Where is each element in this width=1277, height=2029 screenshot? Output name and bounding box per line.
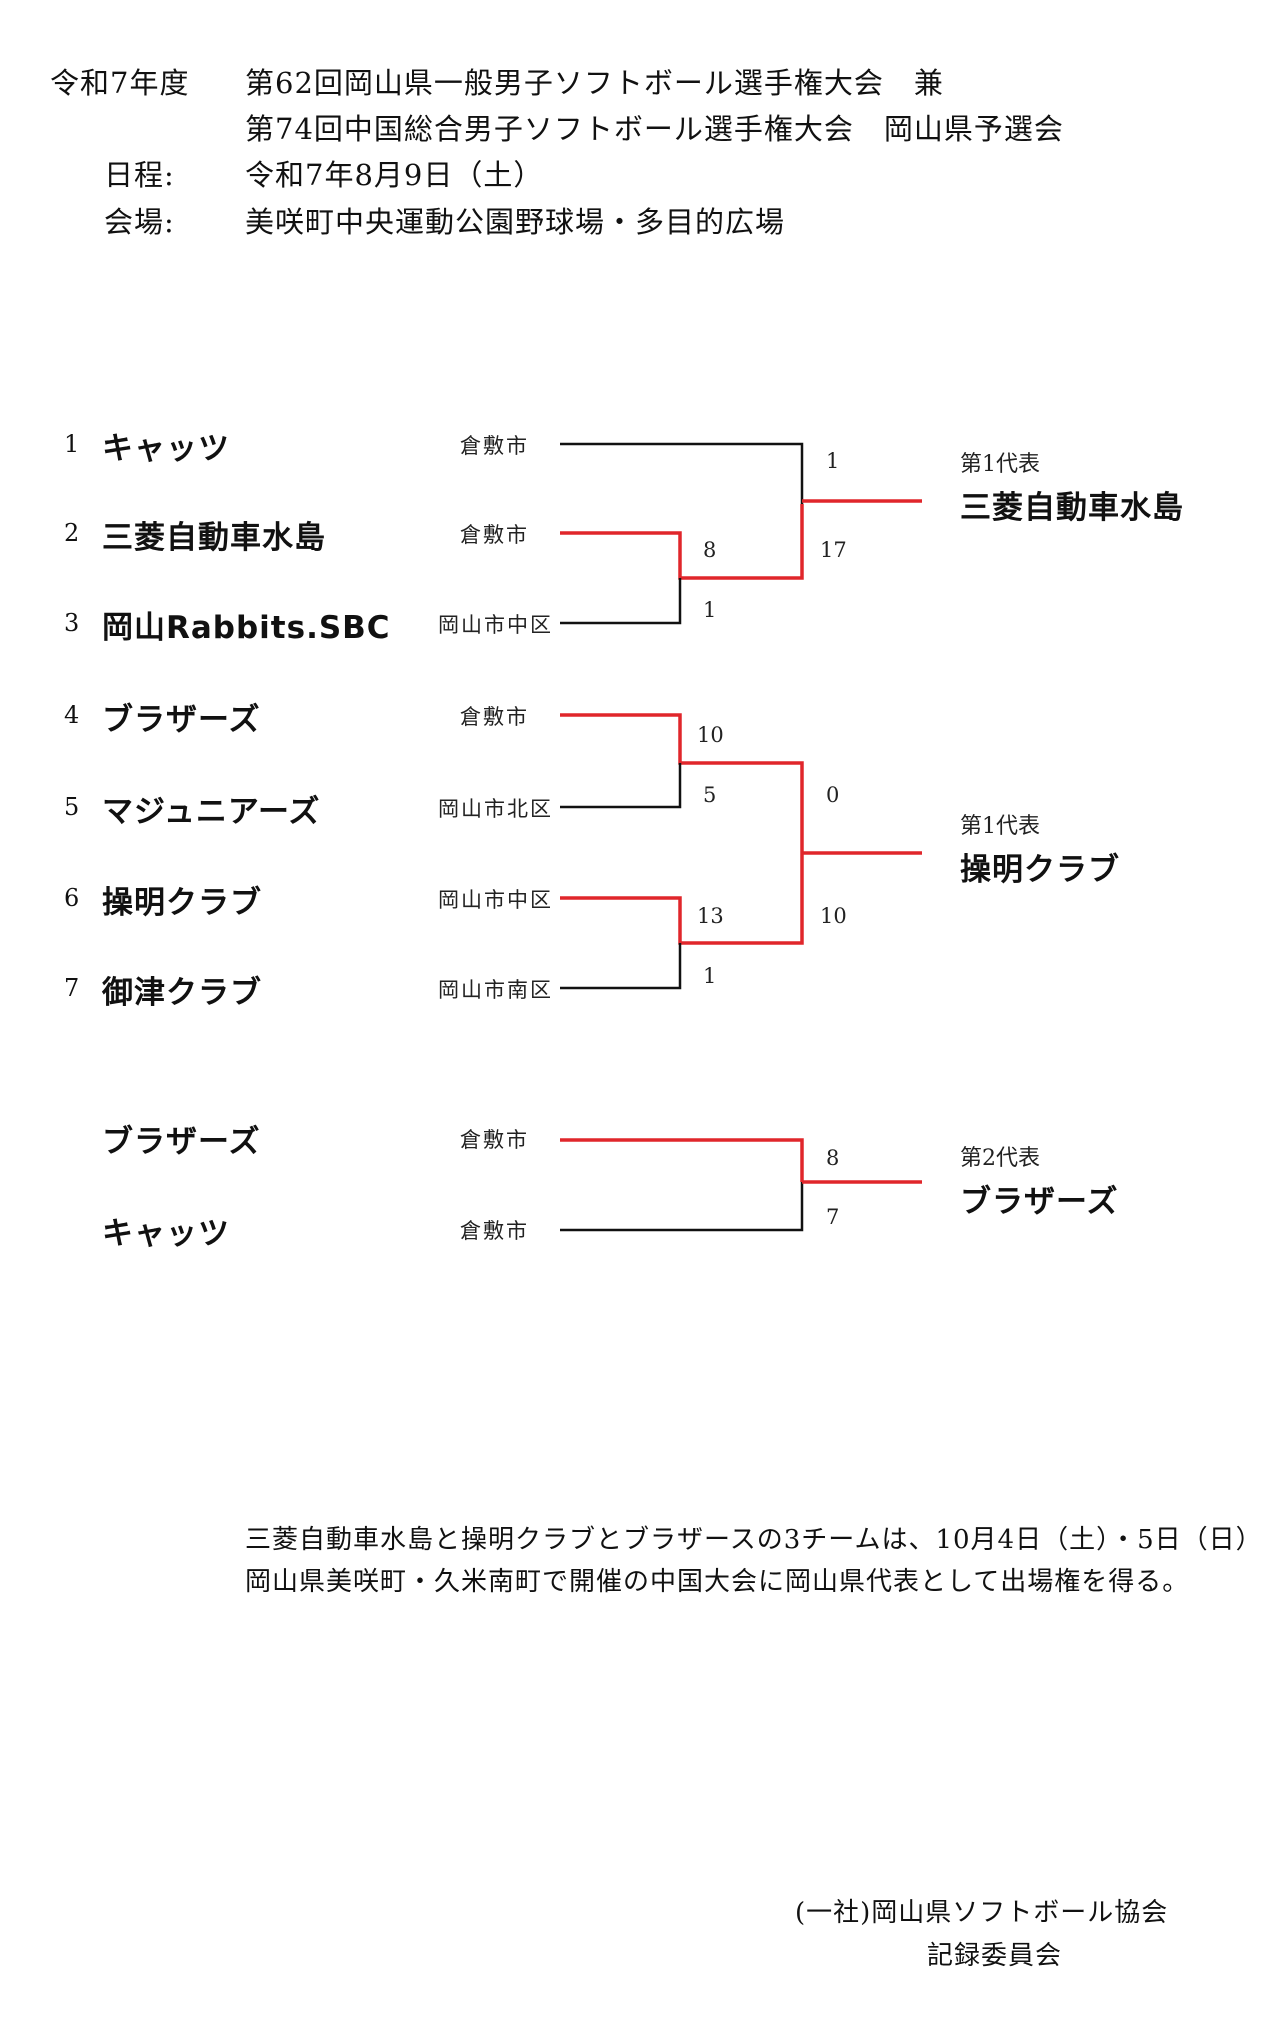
score-final-a-bottom: 17	[820, 538, 847, 562]
score-team2: 8	[703, 538, 717, 562]
team-number-4: 4	[64, 701, 80, 729]
score-team6: 13	[697, 904, 724, 928]
venue-value: 美咲町中央運動公園野球場・多目的広場	[245, 205, 786, 239]
playoff-team-2: キャッツ	[102, 1216, 230, 1252]
date-value: 令和7年8月9日（土）	[245, 158, 544, 192]
date-label: 日程:	[104, 158, 175, 192]
team-city-4: 倉敷市	[460, 705, 529, 729]
bracket-line-team6	[560, 853, 804, 945]
title-line-2: 第74回中国総合男子ソフトボール選手権大会 岡山県予選会	[245, 112, 1064, 146]
team-name-2: 三菱自動車水島	[102, 520, 326, 556]
team-city-5: 岡山市北区	[438, 797, 553, 821]
rep-label-3: 第2代表	[960, 1146, 1040, 1171]
score-playoff-top: 8	[826, 1146, 840, 1170]
rep-label-2: 第1代表	[960, 814, 1040, 839]
team-number-7: 7	[64, 974, 80, 1002]
title-line-1: 第62回岡山県一般男子ソフトボール選手権大会 兼	[245, 66, 944, 100]
team-city-1: 倉敷市	[460, 434, 529, 458]
team-number-3: 3	[64, 609, 80, 637]
rep-team-2: 操明クラブ	[960, 852, 1120, 888]
team-name-3: 岡山Rabbits.SBC	[102, 610, 391, 646]
bracket-line-team7	[560, 943, 682, 990]
bracket-line-team2	[560, 504, 804, 580]
fiscal-year: 令和7年度	[50, 66, 190, 100]
venue-label: 会場:	[104, 205, 175, 239]
score-team5: 5	[703, 783, 717, 807]
score-playoff-bottom: 7	[826, 1205, 840, 1229]
rep-label-1: 第1代表	[960, 452, 1040, 477]
score-team4: 10	[697, 723, 724, 747]
score-team3: 1	[703, 598, 717, 622]
team-name-5: マジュニアーズ	[102, 794, 321, 830]
bracket-line-team3	[560, 578, 682, 625]
team-number-2: 2	[64, 519, 80, 547]
signature-org: (一社)岡山県ソフトボール協会	[795, 1898, 1169, 1928]
bracket-line-team1	[560, 442, 804, 504]
team-number-5: 5	[64, 793, 80, 821]
score-final-b-bottom: 10	[820, 904, 847, 928]
bracket-line-playoff-bottom	[560, 1182, 804, 1232]
playoff-team-1: ブラザーズ	[102, 1124, 261, 1160]
team-number-6: 6	[64, 884, 80, 912]
note-line-1: 三菱自動車水島と操明クラブとブラザースの3チームは、10月4日（土）・5日（日）	[245, 1525, 1263, 1555]
signature-committee: 記録委員会	[927, 1941, 1063, 1971]
team-city-6: 岡山市中区	[438, 888, 553, 912]
team-name-7: 御津クラブ	[102, 975, 262, 1011]
team-city-7: 岡山市南区	[438, 978, 553, 1002]
rep-team-1: 三菱自動車水島	[960, 490, 1184, 526]
playoff-city-1: 倉敷市	[460, 1128, 529, 1152]
note-line-2: 岡山県美咲町・久米南町で開催の中国大会に岡山県代表として出場権を得る。	[245, 1567, 1190, 1597]
bracket-line-team5	[560, 763, 682, 809]
team-number-1: 1	[64, 430, 80, 458]
score-final-a-top: 1	[826, 449, 840, 473]
score-team7: 1	[703, 964, 717, 988]
score-final-b-top: 0	[826, 783, 840, 807]
team-name-6: 操明クラブ	[102, 885, 262, 921]
rep-team-3: ブラザーズ	[960, 1184, 1119, 1220]
team-city-3: 岡山市中区	[438, 613, 553, 637]
playoff-city-2: 倉敷市	[460, 1219, 529, 1243]
team-name-1: キャッツ	[102, 431, 230, 467]
team-name-4: ブラザーズ	[102, 702, 261, 738]
team-city-2: 倉敷市	[460, 523, 529, 547]
bracket-line-playoff-top	[560, 1138, 804, 1182]
